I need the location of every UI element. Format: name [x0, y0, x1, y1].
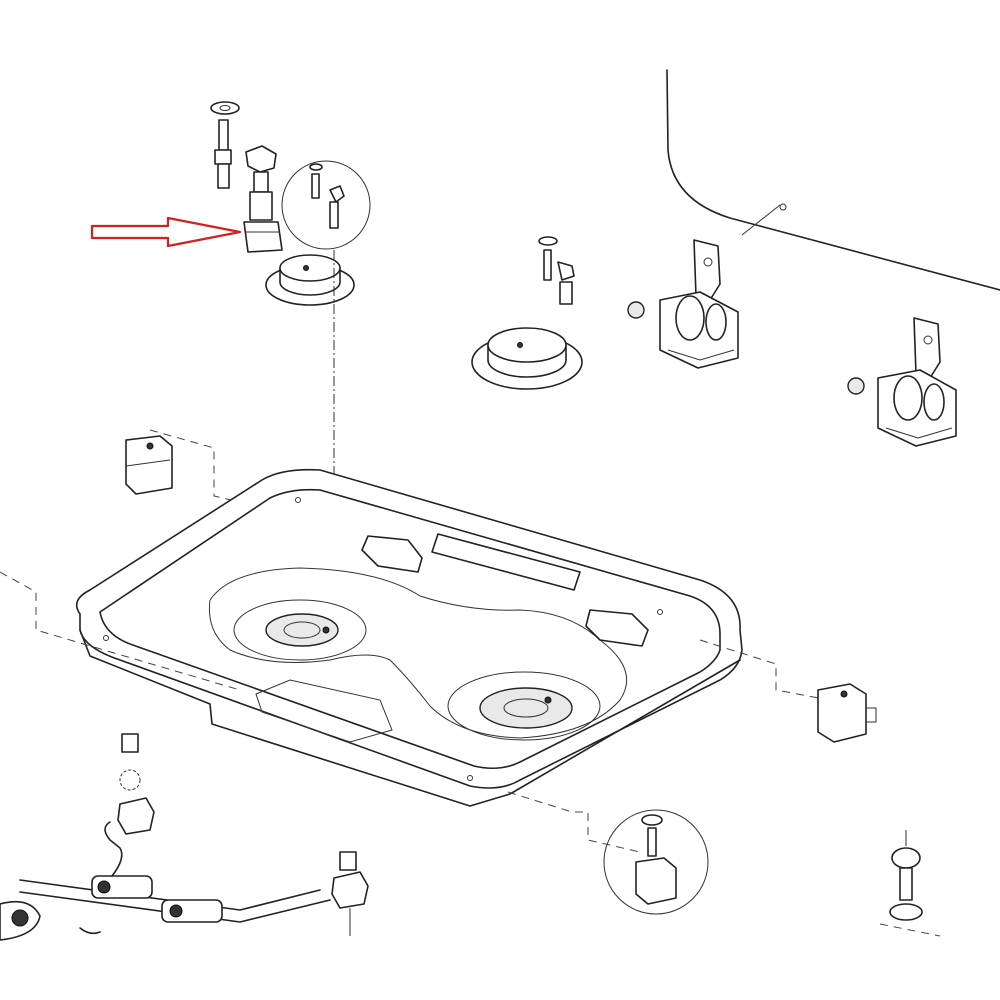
gas-pipe-assembly	[0, 733, 369, 941]
pointer-arrow-icon	[90, 216, 242, 248]
left-burner-parts	[210, 101, 371, 610]
rubber-foot-left	[125, 429, 257, 507]
hinge-lower	[847, 317, 957, 447]
dashed-leaders	[0, 571, 841, 853]
hob-tray	[75, 468, 743, 807]
hinge-upper	[627, 239, 739, 369]
detail-circle-foot	[603, 809, 709, 915]
lid-outline	[666, 69, 1000, 291]
side-clip-right	[817, 683, 877, 743]
right-burner-parts	[471, 236, 583, 390]
bolt-bottom-right	[879, 830, 941, 937]
